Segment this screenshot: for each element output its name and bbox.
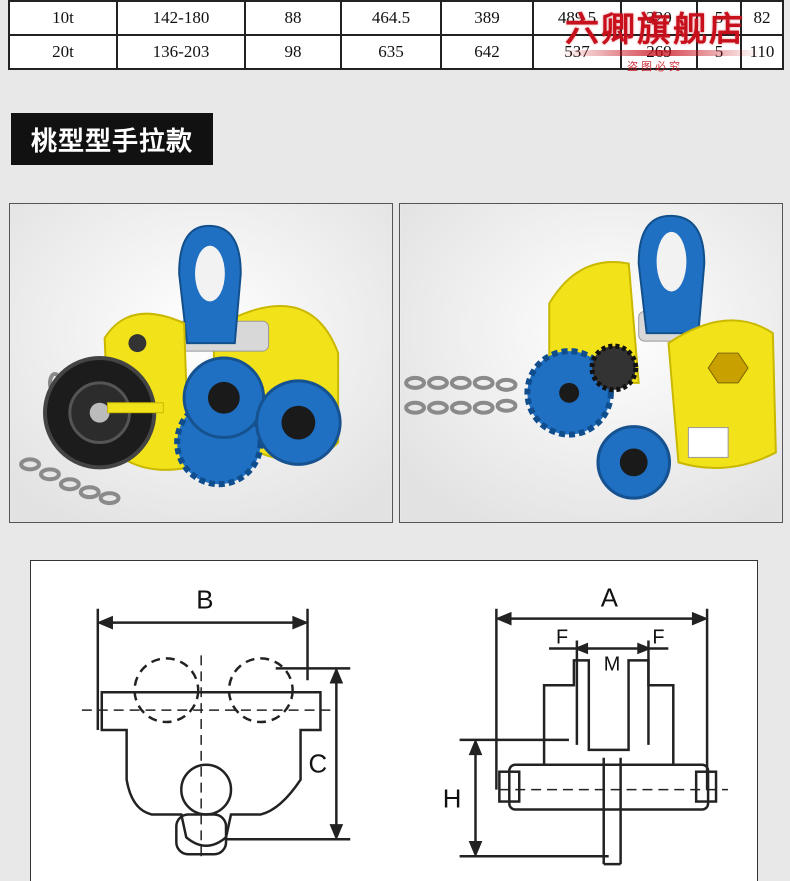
cell-value: 5 bbox=[696, 34, 742, 70]
cell-value: 320 bbox=[620, 0, 698, 36]
cell-value: 88 bbox=[244, 0, 342, 36]
cell-value: 98 bbox=[244, 34, 342, 70]
cell-value: 110 bbox=[740, 34, 784, 70]
cell-model: 20t bbox=[8, 34, 118, 70]
table-row: 20t 136-203 98 635 642 537 269 5 110 bbox=[8, 34, 784, 70]
dimension-drawing: B C A F F M H bbox=[81, 585, 728, 866]
dim-label-m: M bbox=[604, 653, 621, 675]
dim-label-c: C bbox=[309, 751, 328, 779]
cell-value: 464.5 bbox=[340, 0, 442, 36]
section-heading: 桃型型手拉款 bbox=[11, 113, 213, 165]
dim-label-h: H bbox=[443, 785, 462, 813]
dim-label-b: B bbox=[196, 587, 213, 615]
spec-table: 10t 142-180 88 464.5 389 489.5 320 5 82 … bbox=[8, 0, 784, 70]
trolley-side-illustration bbox=[400, 204, 782, 522]
cell-value: 5 bbox=[696, 0, 742, 36]
cell-value: 82 bbox=[740, 0, 784, 36]
cell-value: 489.5 bbox=[532, 0, 622, 36]
cell-value: 635 bbox=[340, 34, 442, 70]
cell-value: 537 bbox=[532, 34, 622, 70]
table-row: 10t 142-180 88 464.5 389 489.5 320 5 82 bbox=[8, 0, 784, 36]
product-photo-front bbox=[9, 203, 393, 523]
cell-value: 389 bbox=[440, 0, 534, 36]
dim-label-f-right: F bbox=[652, 626, 664, 648]
cell-model: 10t bbox=[8, 0, 118, 36]
cell-value: 642 bbox=[440, 34, 534, 70]
cell-value: 269 bbox=[620, 34, 698, 70]
dim-label-a: A bbox=[601, 585, 619, 613]
trolley-front-illustration bbox=[10, 204, 392, 522]
dim-label-f-left: F bbox=[556, 626, 568, 648]
cell-range: 142-180 bbox=[116, 0, 246, 36]
product-photo-side bbox=[399, 203, 783, 523]
dimension-diagram: B C A F F M H bbox=[30, 560, 758, 881]
cell-range: 136-203 bbox=[116, 34, 246, 70]
